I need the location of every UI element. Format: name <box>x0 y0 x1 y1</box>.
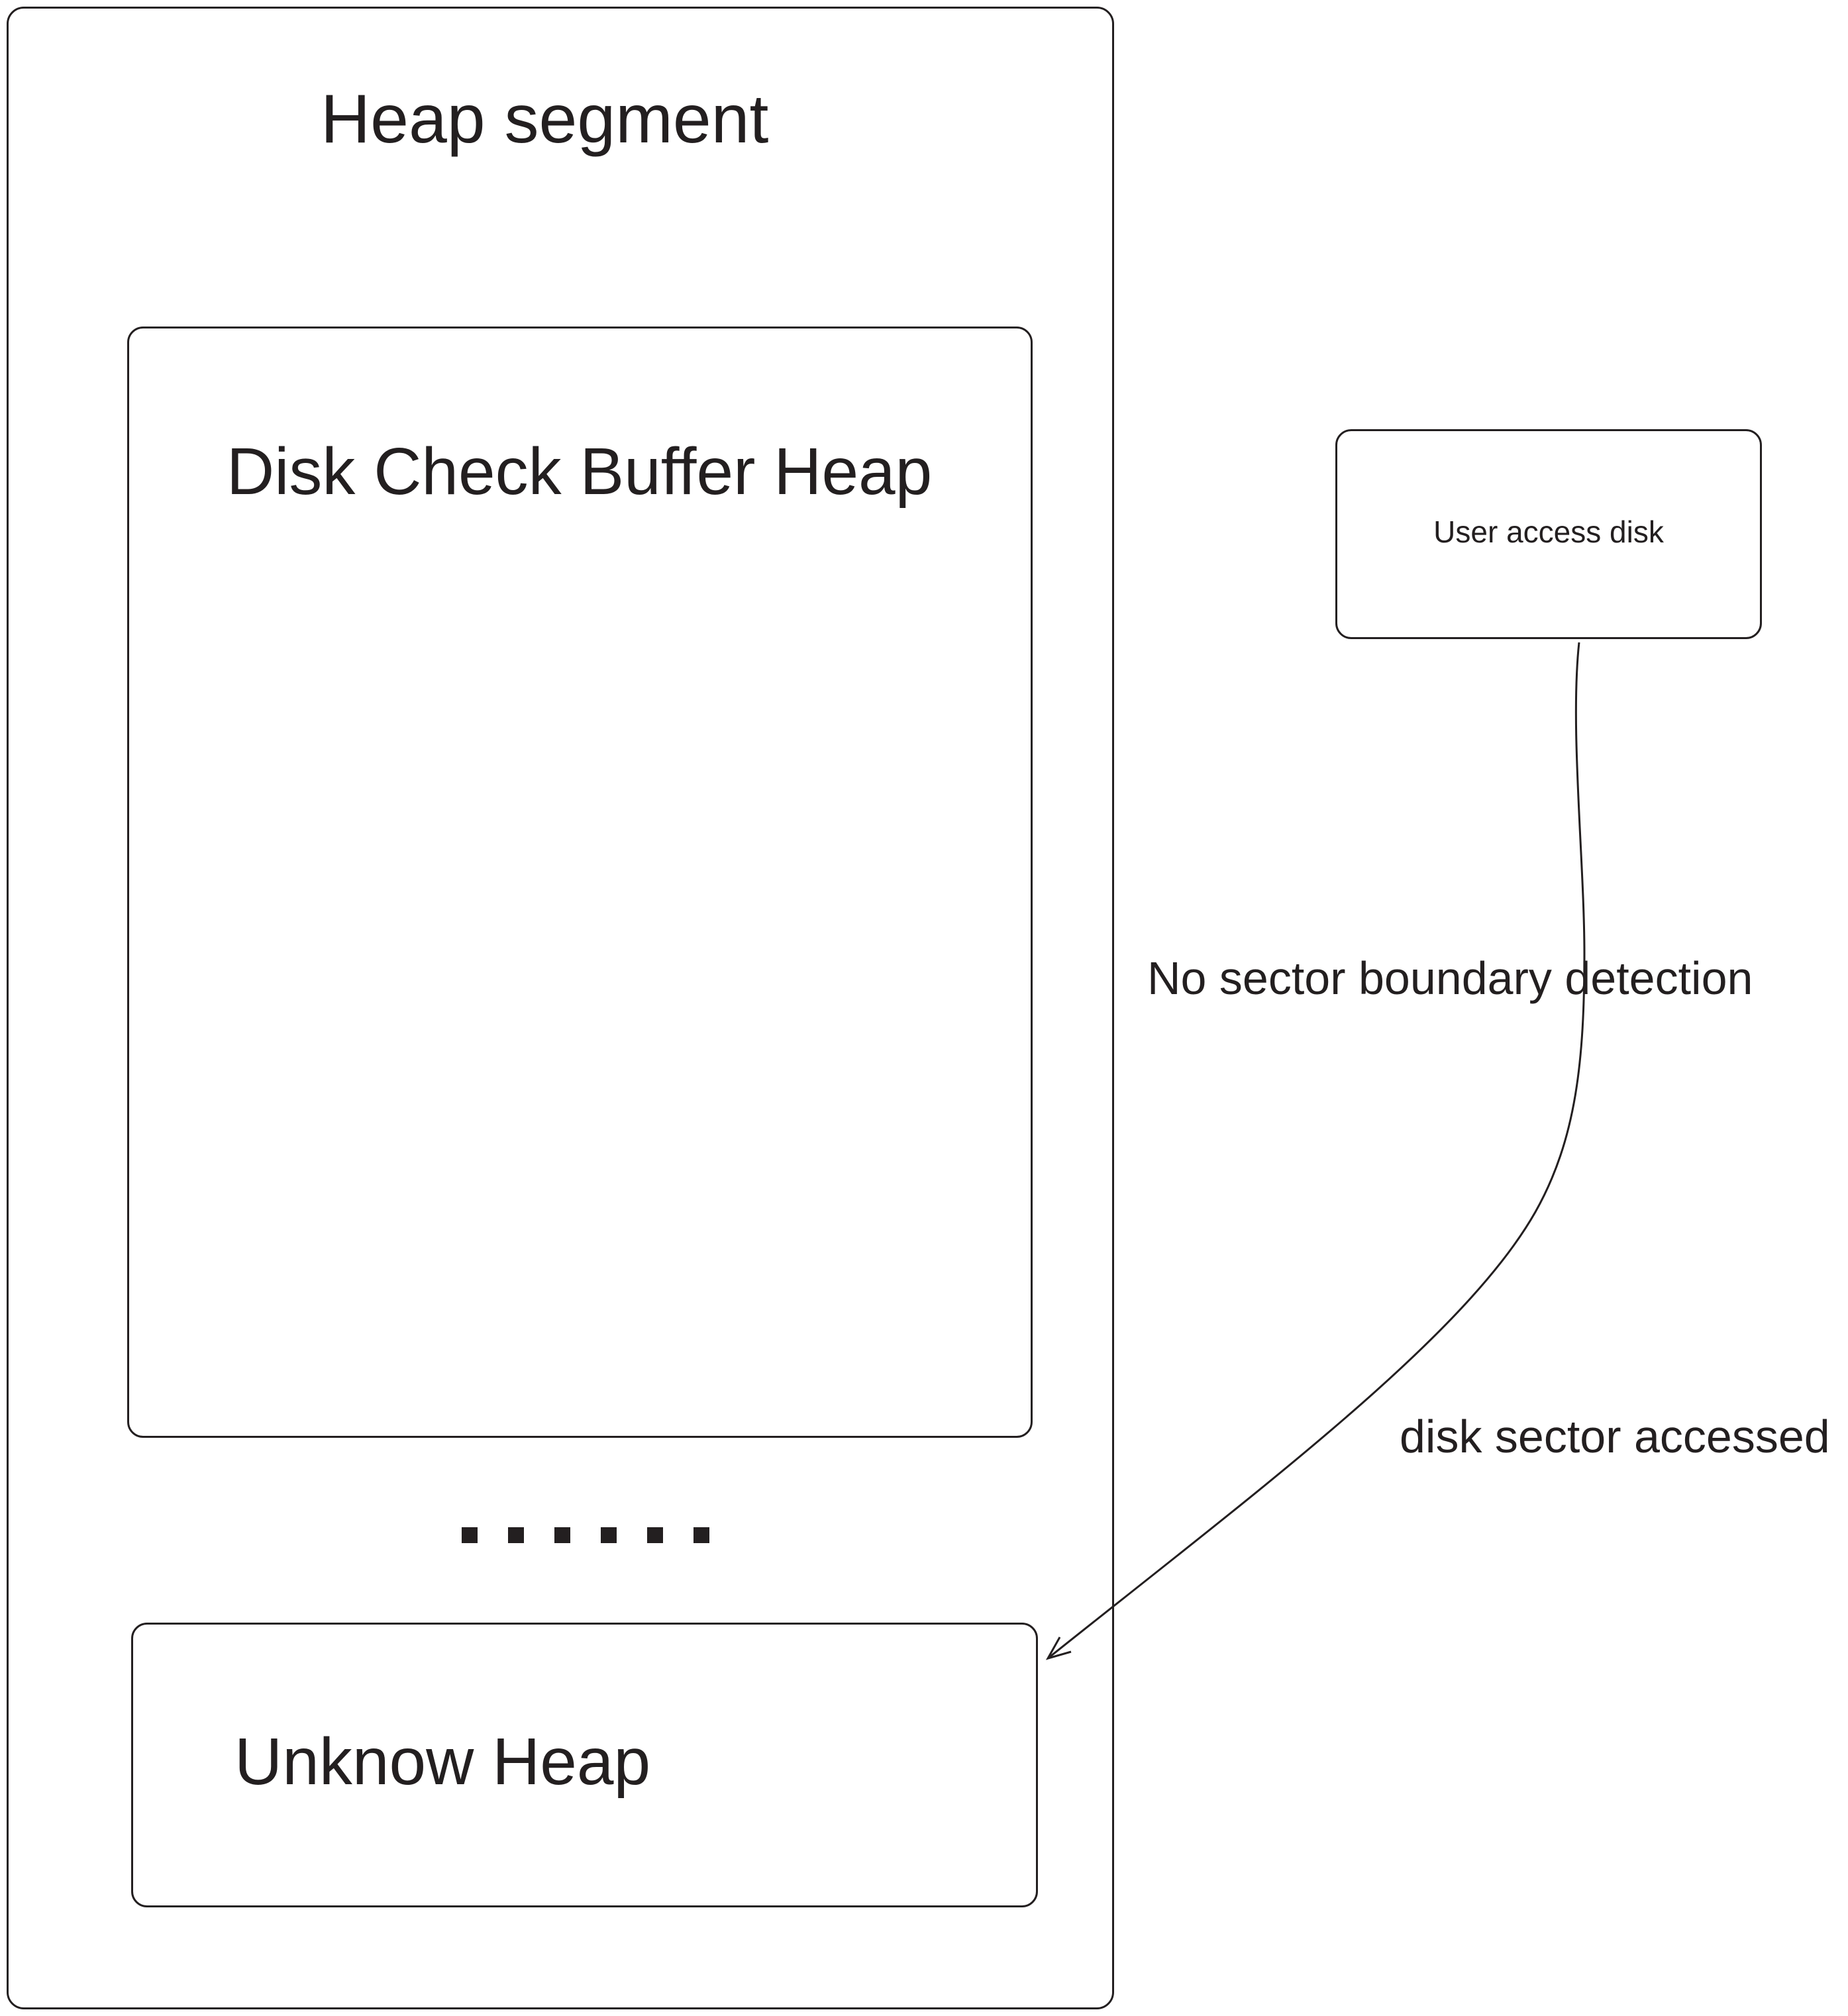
ellipsis-dot <box>554 1527 570 1543</box>
unknow-heap-box <box>131 1623 1038 1907</box>
disk-check-buffer-heap-title: Disk Check Buffer Heap <box>227 434 933 509</box>
ellipsis-dot <box>647 1527 663 1543</box>
disk-check-buffer-heap-box <box>127 327 1033 1438</box>
user-access-disk-label: User access disk <box>1433 515 1664 549</box>
ellipsis-dot <box>601 1527 617 1543</box>
ellipsis-dot <box>508 1527 524 1543</box>
ellipsis-dot <box>693 1527 709 1543</box>
edge-label-no-boundary-detection: No sector boundary detection <box>1147 952 1753 1004</box>
edge-label-disk-sector-accessed: disk sector accessed <box>1400 1411 1830 1462</box>
unknow-heap-title: Unknow Heap <box>234 1725 651 1799</box>
ellipsis-dot <box>462 1527 478 1543</box>
arrowhead <box>1045 1637 1072 1660</box>
heap-segment-title: Heap segment <box>321 81 769 158</box>
user-access-disk-box <box>1335 429 1762 639</box>
connector-curve <box>1047 642 1586 1660</box>
heap-segment-box <box>7 7 1114 2009</box>
